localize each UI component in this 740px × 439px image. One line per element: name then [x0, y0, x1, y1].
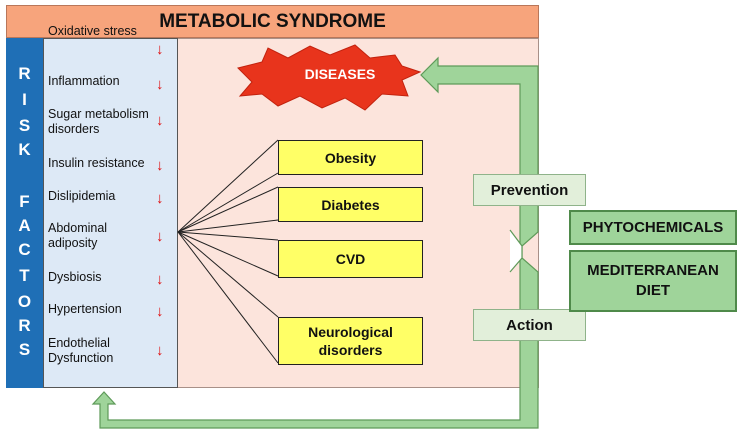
- decrease-arrow-icon: ↓: [156, 76, 164, 93]
- decrease-arrow-icon: ↓: [156, 228, 164, 245]
- side-letter: K: [18, 140, 31, 159]
- side-letter: A: [18, 216, 31, 235]
- risk-factor-label: Endothelial Dysfunction: [48, 336, 114, 365]
- phytochemicals-box: PHYTOCHEMICALS: [569, 210, 737, 245]
- risk-factor-label: Oxidative stress: [48, 24, 137, 38]
- diagram-title: METABOLIC SYNDROME: [6, 5, 539, 38]
- decrease-arrow-icon: ↓: [156, 303, 164, 320]
- decrease-arrow-icon: ↓: [156, 112, 164, 129]
- risk-factor-label: Dislipidemia: [48, 189, 116, 203]
- decrease-arrow-icon: ↓: [156, 190, 164, 207]
- action-box: Action: [473, 309, 586, 341]
- connector-line: [177, 186, 279, 233]
- risk-factor-label: Insulin resistance: [48, 156, 145, 170]
- decrease-arrow-icon: ↓: [156, 271, 164, 288]
- risk-factor-label: Sugar metabolism disorders: [48, 107, 149, 136]
- side-letter: S: [18, 116, 31, 135]
- side-letter: R: [18, 316, 31, 335]
- risk-factor-label: Inflammation: [48, 74, 120, 88]
- risk-factor-label: Dysbiosis: [48, 270, 102, 284]
- disease-box-diabetes: Diabetes: [278, 187, 423, 222]
- risk-factor-label: Hypertension: [48, 302, 122, 316]
- disease-box-obesity: Obesity: [278, 140, 423, 175]
- decrease-arrow-icon: ↓: [156, 342, 164, 359]
- side-letter: F: [19, 192, 30, 211]
- disease-box-cvd: CVD: [278, 240, 423, 278]
- risk-factor-panel: [43, 38, 178, 388]
- side-letter: C: [18, 240, 31, 259]
- connector-line: [177, 231, 279, 364]
- decrease-arrow-icon: ↓: [156, 157, 164, 174]
- side-letter: I: [22, 90, 27, 109]
- disease-box-neurological: Neurological disorders: [278, 317, 423, 365]
- risk-factor-label: Abdominal adiposity: [48, 221, 108, 250]
- connector-line: [177, 231, 279, 277]
- connector-line: [177, 231, 279, 318]
- decrease-arrow-icon: ↓: [156, 41, 164, 58]
- diseases-star: [237, 44, 422, 111]
- prevention-action-bracket: [509, 229, 523, 273]
- connector-line: [177, 172, 279, 233]
- side-letter: S: [18, 340, 31, 359]
- connector-line: [177, 139, 279, 233]
- side-letter: T: [19, 266, 30, 285]
- connector-line: [177, 231, 279, 241]
- side-letter: O: [17, 292, 32, 311]
- mediterranean-diet-box: MEDITERRANEAN DIET: [569, 250, 737, 312]
- prevention-box: Prevention: [473, 174, 586, 206]
- diseases-label: DISEASES: [304, 66, 376, 82]
- connector-line: [177, 219, 279, 233]
- side-letter: R: [18, 64, 31, 83]
- feedback-arrow: [91, 56, 539, 429]
